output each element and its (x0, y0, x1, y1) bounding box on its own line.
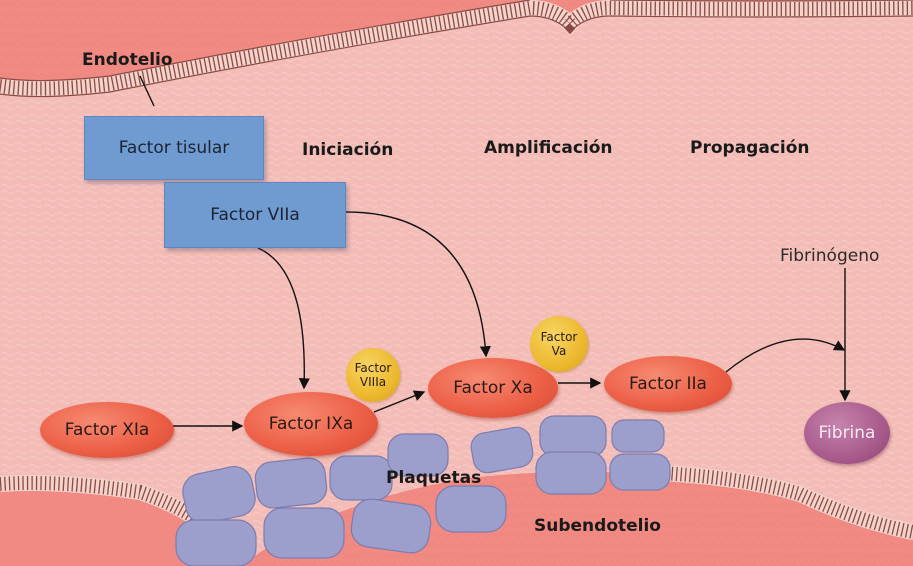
label-amplificacion: Amplificación (484, 138, 613, 158)
factor-tisular-box: Factor tisular (84, 116, 264, 180)
label-propagacion: Propagación (690, 138, 810, 158)
platelet (610, 454, 670, 490)
platelet (612, 420, 664, 452)
platelet (254, 456, 328, 509)
factor-xa-oval: Factor Xa (428, 358, 558, 418)
platelet (436, 486, 506, 532)
platelet (536, 452, 606, 494)
platelet (264, 508, 344, 558)
factor-viiia-line2: VIIIa (360, 375, 386, 389)
factor-xia-oval: Factor XIa (40, 402, 174, 458)
factor-va-circle: Factor Va (530, 316, 588, 372)
factor-iia-oval: Factor IIa (604, 356, 732, 412)
fibrina-oval: Fibrina (804, 402, 890, 464)
factor-va-line2: Va (552, 344, 567, 358)
factor-viiia-circle: Factor VIIIa (346, 348, 400, 402)
factor-va-line1: Factor (541, 330, 578, 344)
platelet (330, 456, 392, 500)
label-subendotelio: Subendotelio (534, 516, 661, 536)
factor-ixa-oval: Factor IXa (244, 392, 378, 456)
label-endotelio: Endotelio (82, 50, 173, 70)
label-iniciacion: Iniciación (302, 140, 393, 160)
label-plaquetas: Plaquetas (386, 468, 481, 488)
factor-viia-box: Factor VIIa (164, 182, 346, 248)
platelet (176, 520, 256, 566)
factor-viiia-line1: Factor (355, 361, 392, 375)
label-fibrinogeno: Fibrinógeno (780, 246, 879, 266)
platelet (540, 416, 606, 456)
